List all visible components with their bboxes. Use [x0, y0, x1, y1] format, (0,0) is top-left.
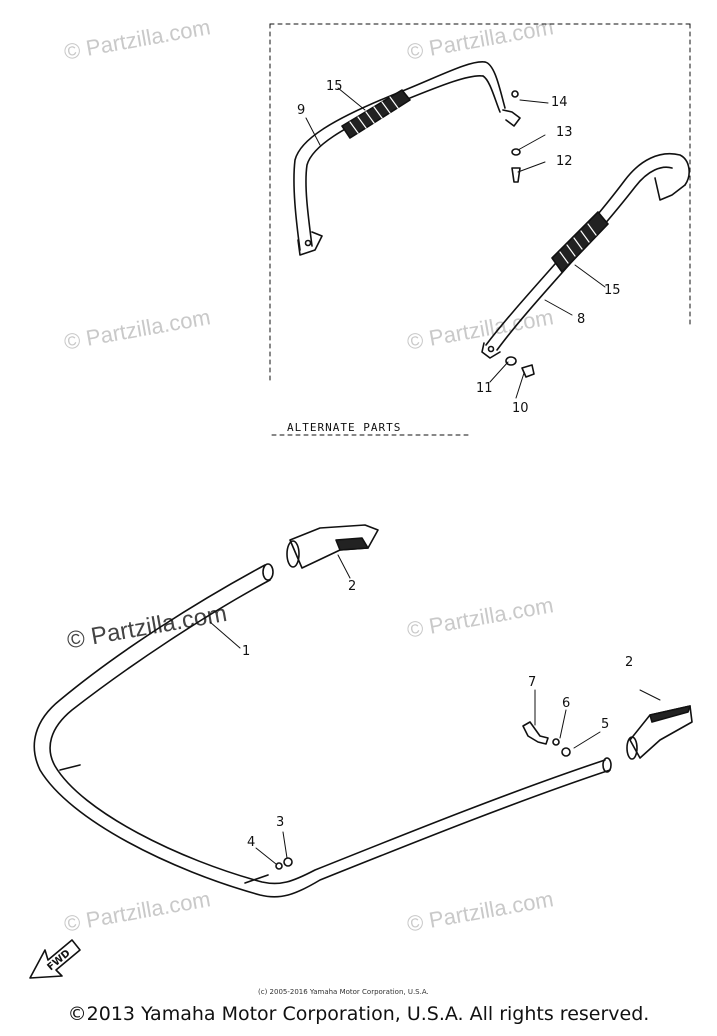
callout-3: 3	[276, 815, 285, 830]
fwd-arrow	[29, 939, 81, 979]
small-copyright: (c) 2005-2016 Yamaha Motor Corporation, …	[258, 988, 429, 996]
callout-6: 6	[562, 696, 571, 711]
callout-2: 2	[348, 579, 357, 594]
part-9-bar	[293, 61, 521, 256]
alternate-parts-label: ALTERNATE PARTS	[287, 421, 402, 434]
part-2-lower-cap	[626, 705, 693, 760]
callout-15: 15	[326, 79, 343, 94]
callout-2: 2	[625, 655, 634, 670]
part-1-main-bar	[33, 563, 612, 898]
callout-13: 13	[556, 125, 573, 140]
leader-lines	[209, 87, 661, 865]
callout-15: 15	[604, 283, 621, 298]
hardware-12-13-14	[511, 90, 521, 183]
footer-copyright: ©2013 Yamaha Motor Corporation, U.S.A. A…	[67, 1003, 650, 1025]
callout-14: 14	[551, 95, 568, 110]
part-8-bar	[481, 153, 690, 378]
hardware-3-7	[275, 721, 571, 870]
callout-12: 12	[556, 154, 573, 169]
callout-11: 11	[476, 381, 493, 396]
part-2-upper-cap	[286, 524, 379, 569]
callout-5: 5	[601, 717, 610, 732]
callout-10: 10	[512, 401, 529, 416]
callout-1: 1	[242, 644, 251, 659]
callout-7: 7	[528, 675, 537, 690]
callout-9: 9	[297, 103, 306, 118]
alternate-parts-box	[269, 23, 691, 436]
callout-4: 4	[247, 835, 256, 850]
callout-8: 8	[577, 312, 586, 327]
